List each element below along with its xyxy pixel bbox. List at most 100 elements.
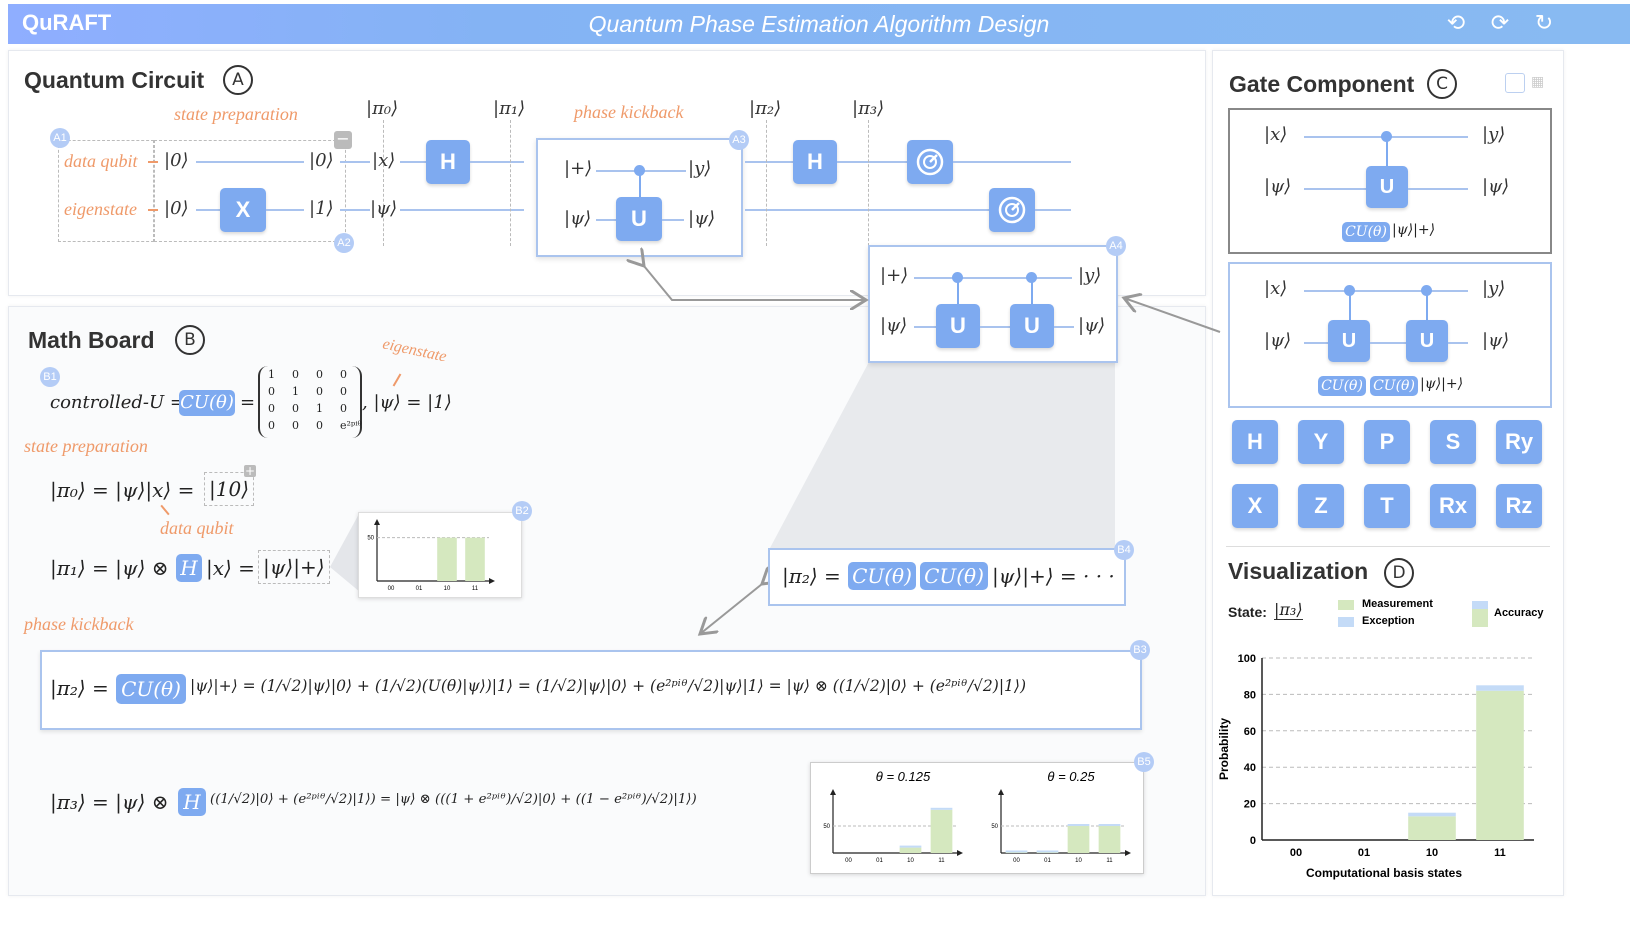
gate-button-p[interactable]: P — [1364, 420, 1410, 464]
gate-button-t[interactable]: T — [1364, 484, 1410, 528]
bar-cap — [1036, 850, 1059, 853]
b3-rest: |ψ⟩|+⟩ = (1/√2)|ψ⟩|0⟩ + (1/√2)(U(θ)|ψ⟩)|… — [190, 677, 1027, 695]
matrix-cell: 0 — [316, 419, 323, 432]
b3-left: |π₂⟩ = — [50, 676, 109, 700]
x-gate[interactable]: X — [220, 188, 266, 232]
controlled-u-label: controlled-U = — [50, 392, 185, 413]
bar — [1067, 826, 1090, 853]
gate-button-rx[interactable]: Rx — [1430, 484, 1476, 528]
gate-button-z[interactable]: Z — [1298, 484, 1344, 528]
expand-icon[interactable]: + — [244, 464, 256, 478]
ket-psi: |ψ⟩ — [370, 198, 398, 219]
wire — [470, 161, 524, 163]
equals: = — [240, 392, 256, 413]
measure-icon[interactable] — [989, 188, 1035, 232]
cu-pill[interactable]: CU(θ) — [116, 674, 186, 704]
control-line — [1031, 277, 1033, 307]
wire — [1370, 342, 1406, 344]
x-tick-label: 11 — [938, 858, 945, 864]
gate-button-h[interactable]: H — [1232, 420, 1278, 464]
refresh-icon[interactable]: ↻ — [1534, 11, 1554, 36]
control-line — [1349, 290, 1351, 320]
u-gate[interactable]: U — [936, 304, 980, 348]
legend-exception: Exception — [1362, 615, 1415, 627]
pi1-value[interactable]: |ψ⟩|+⟩ — [258, 550, 330, 584]
gate-button-x[interactable]: X — [1232, 484, 1278, 528]
redo-icon[interactable]: ⟳ — [1490, 11, 1510, 36]
collapse-icon[interactable]: − — [334, 131, 352, 149]
wire — [662, 219, 684, 221]
gate-button-rz[interactable]: Rz — [1496, 484, 1542, 528]
psi-equation: , |ψ⟩ = |1⟩ — [362, 392, 452, 413]
y-tick-label: 100 — [1238, 653, 1256, 665]
double-cu-block[interactable]: |+⟩ |ψ⟩ U U |y⟩ |ψ⟩ — [868, 245, 1118, 363]
cu-pill: CU(θ) — [1318, 376, 1366, 396]
matrix-cell: e²ᵖⁱᶿ — [340, 419, 362, 432]
wire — [400, 161, 426, 163]
wire — [1035, 209, 1071, 211]
wire — [266, 209, 304, 211]
ket-y: |y⟩ — [1482, 124, 1506, 145]
gate-button-ry[interactable]: Ry — [1496, 420, 1542, 464]
legend-measurement: Measurement — [1362, 598, 1433, 610]
circuit-title: Quantum Circuit — [24, 67, 205, 93]
single-cu-component[interactable]: |x⟩ |ψ⟩ U |y⟩ |ψ⟩ CU(θ) |ψ⟩|+⟩ — [1228, 108, 1552, 254]
ket-0-top: |0⟩ — [164, 150, 189, 171]
undo-icon[interactable]: ⟲ — [1446, 11, 1466, 36]
layout-icon[interactable] — [1505, 73, 1525, 93]
u-gate[interactable]: U — [616, 197, 662, 241]
gate-button-s[interactable]: S — [1430, 420, 1476, 464]
badge-b1: B1 — [40, 367, 60, 387]
wire — [1448, 342, 1468, 344]
ket-psi: |ψ⟩ — [1264, 176, 1292, 197]
title-bar: QuRAFT Quantum Phase Estimation Algorith… — [8, 4, 1630, 44]
badge-b2: B2 — [512, 501, 532, 521]
connector-line — [148, 209, 158, 211]
gate-button-y[interactable]: Y — [1298, 420, 1344, 464]
pi0-value[interactable]: |10⟩ — [204, 472, 254, 506]
state-value[interactable]: |π₃⟩ — [1274, 600, 1303, 620]
u-gate: U — [1328, 320, 1370, 362]
app-title: Quantum Phase Estimation Algorithm Desig… — [588, 11, 1050, 37]
phase-kickback-note: phase kickback — [24, 614, 134, 634]
x-tick-label: 10 — [1075, 858, 1082, 864]
zoom-projection — [770, 360, 1115, 548]
ket-psi: |ψ⟩ — [564, 208, 592, 229]
u-gate[interactable]: U — [1010, 304, 1054, 348]
b4-equation-box[interactable]: |π₂⟩ = CU(θ) CU(θ) |ψ⟩|+⟩ = · · · — [768, 548, 1126, 606]
x-tick-label: 01 — [1358, 847, 1370, 859]
grid-icon[interactable]: ▦ — [1531, 74, 1545, 90]
matrix-cell: 0 — [292, 402, 299, 415]
y-tick-label: 60 — [1244, 726, 1256, 738]
cu-pill[interactable]: CU(θ) — [179, 390, 235, 416]
wire — [1304, 290, 1468, 292]
b3-equation-box[interactable]: |π₂⟩ = CU(θ) |ψ⟩|+⟩ = (1/√2)|ψ⟩|0⟩ + (1/… — [40, 650, 1142, 730]
h-gate-2[interactable]: H — [793, 140, 837, 184]
ket-psi: |ψ⟩ — [880, 315, 908, 336]
math-marker: B — [175, 325, 205, 355]
x-tick-label: 01 — [1044, 858, 1051, 864]
pi3-rest: ((1/√2)|0⟩ + (e²ᵖⁱᶿ/√2)|1⟩) = |ψ⟩ ⊗ (((1… — [210, 792, 697, 807]
wire — [914, 326, 936, 328]
h-pill[interactable]: H — [178, 788, 206, 816]
phase-kickback-block[interactable]: |+⟩ |ψ⟩ U |y⟩ |ψ⟩ — [536, 138, 743, 257]
barrier-line — [383, 120, 384, 246]
bar-cap — [1005, 850, 1028, 853]
wire — [196, 209, 220, 211]
connector-line — [148, 161, 158, 163]
matrix-cell: 0 — [268, 385, 275, 398]
ket-psi: |ψ⟩ — [1078, 315, 1106, 336]
cu-pill[interactable]: CU(θ) — [848, 562, 916, 590]
ket-plus: |+⟩ — [880, 265, 909, 286]
h-pill[interactable]: H — [176, 554, 202, 582]
double-cu-component[interactable]: |x⟩ |ψ⟩ U U |y⟩ |ψ⟩ CU(θ) CU(θ) |ψ⟩|+⟩ — [1228, 262, 1552, 408]
x-tick-label: 10 — [444, 586, 451, 592]
callout-wedge — [330, 512, 360, 592]
legend-swatch-exception — [1338, 617, 1354, 627]
cu-pill[interactable]: CU(θ) — [920, 562, 988, 590]
measure-icon[interactable] — [907, 140, 953, 184]
matrix-cell: 1 — [292, 385, 299, 398]
h-gate-1[interactable]: H — [426, 140, 470, 184]
